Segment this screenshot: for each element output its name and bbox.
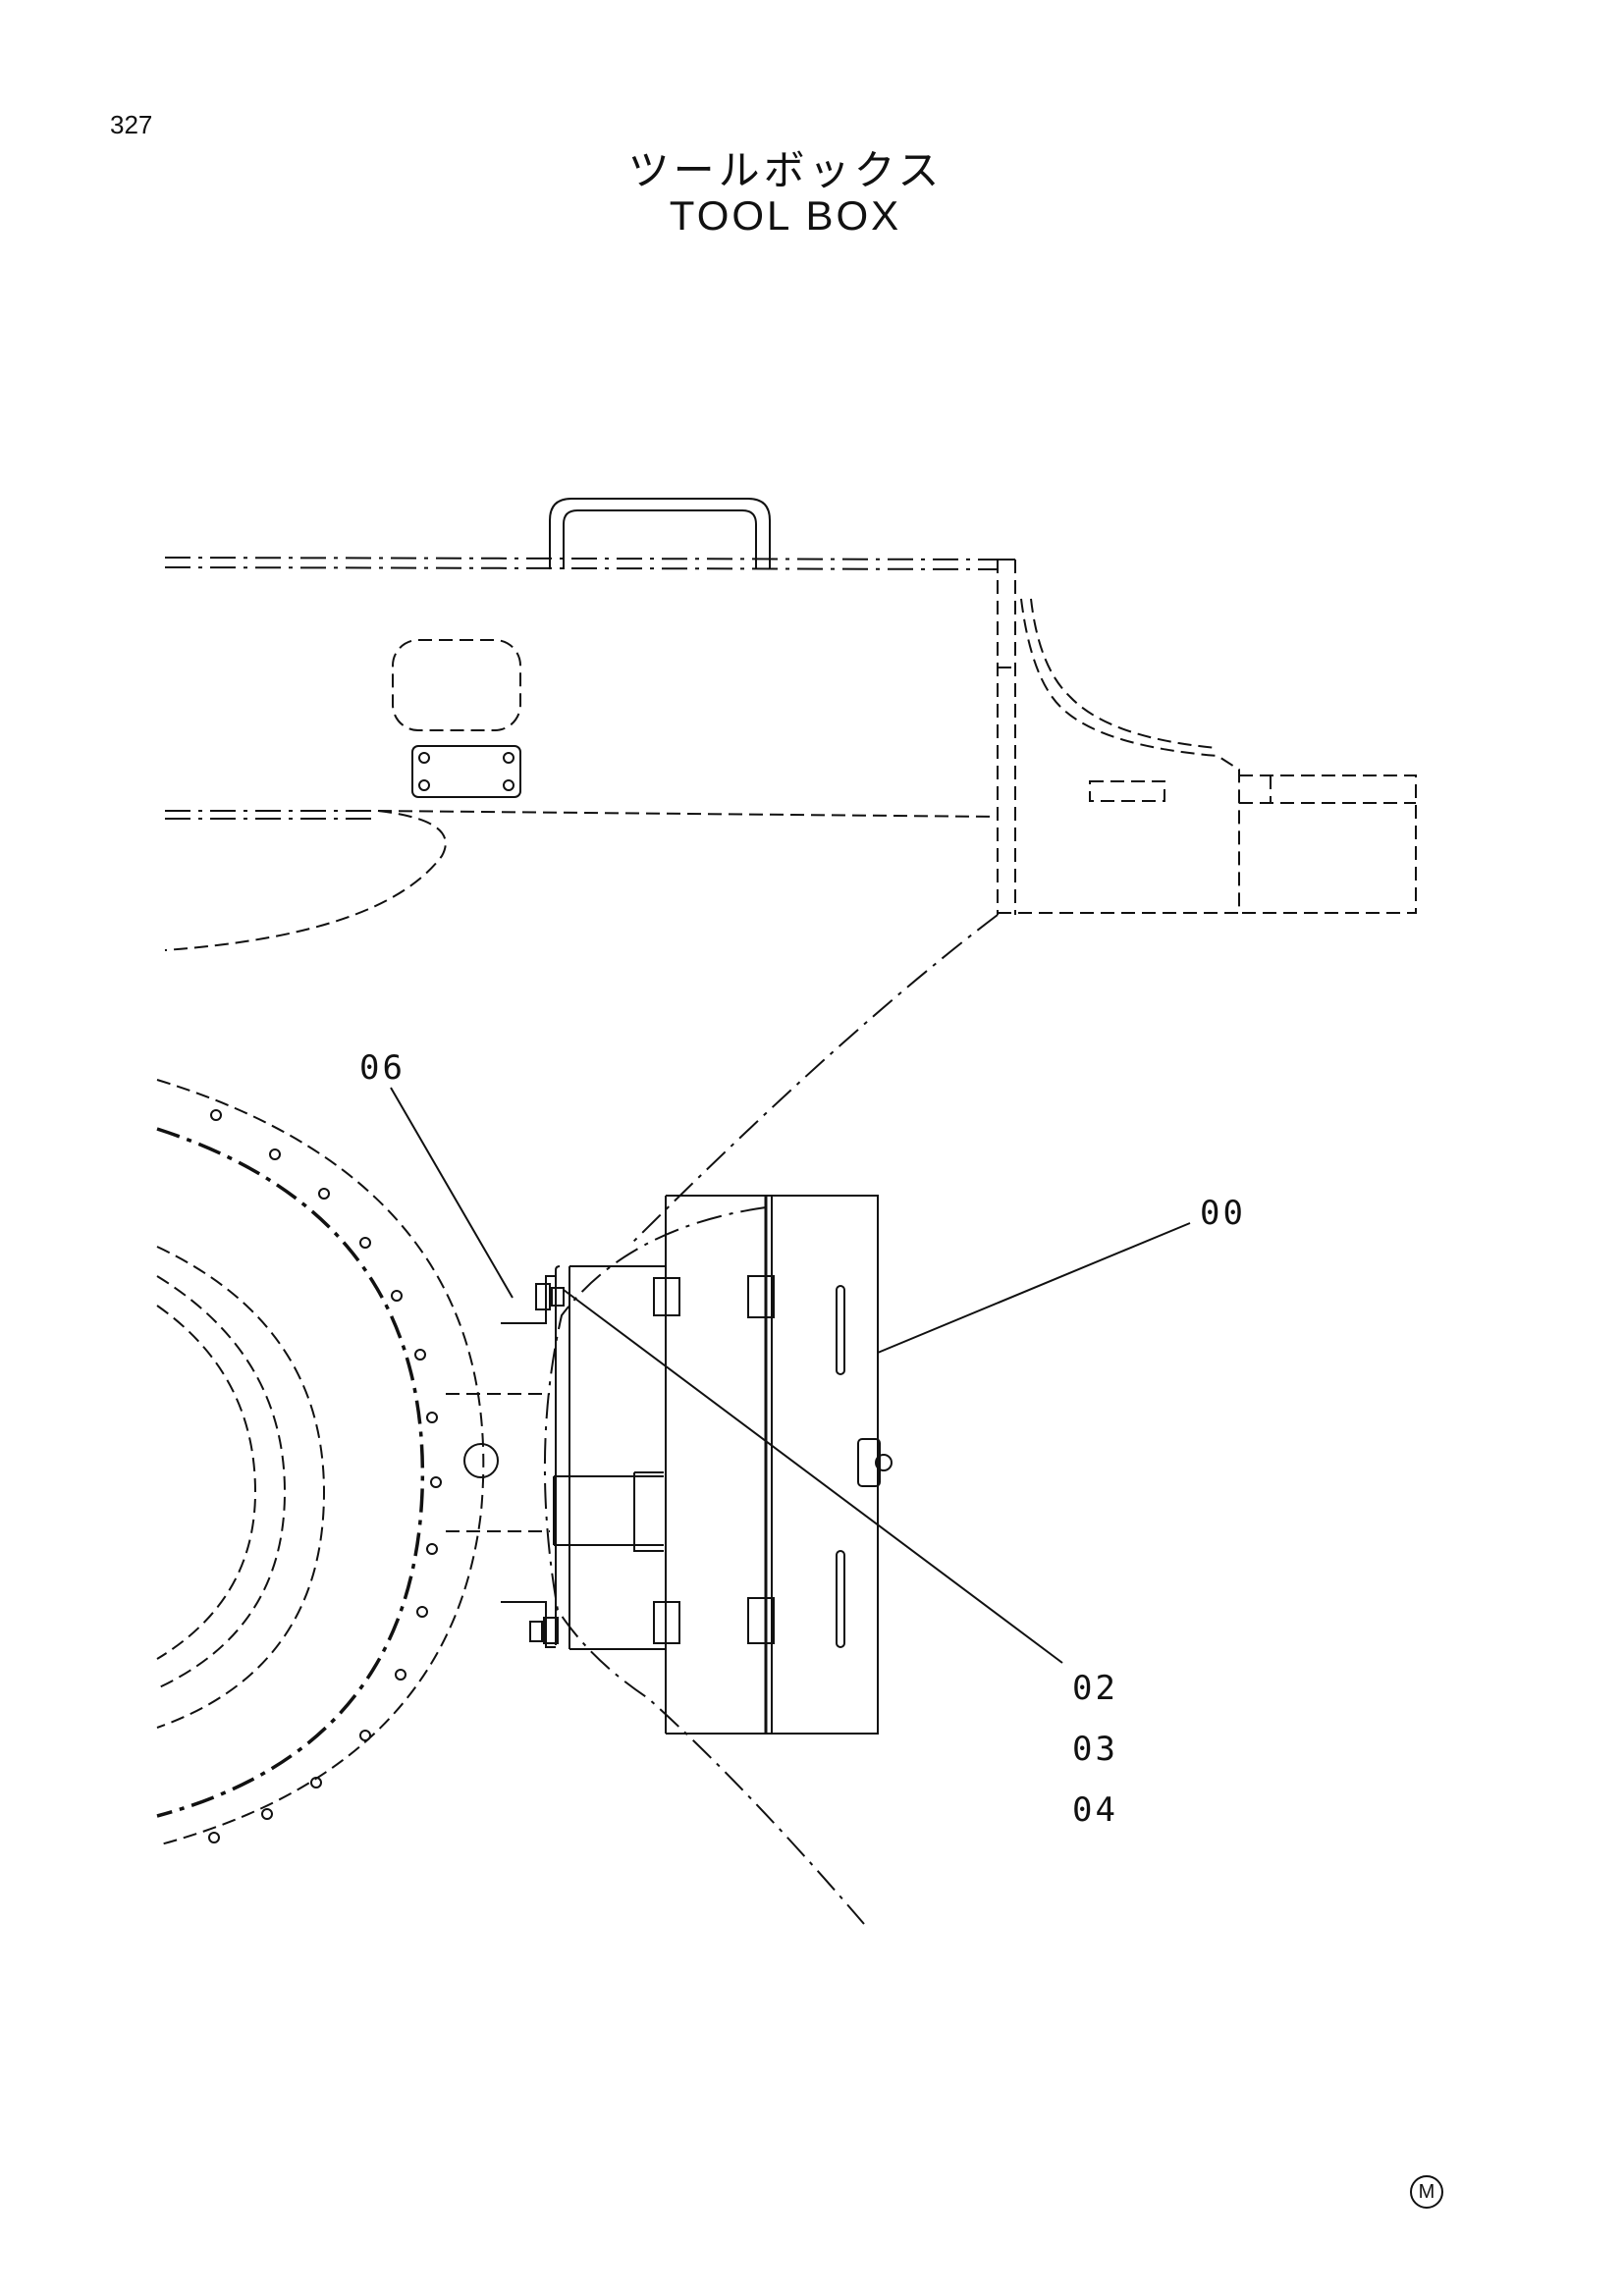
callout-06: 06 (359, 1048, 406, 1088)
leader-lines (390, 1087, 1191, 1664)
title-japanese: ツールボックス (627, 146, 944, 194)
bracket-lower (501, 1601, 559, 1648)
title-english: TOOL BOX (669, 192, 902, 239)
frame-outline (164, 557, 1417, 1248)
swing-bearing (156, 1079, 550, 1846)
callout-03: 03 (1072, 1730, 1118, 1769)
circled-m-mark: M (1410, 2175, 1443, 2209)
callout-04: 04 (1072, 1790, 1118, 1830)
grab-handle (549, 498, 771, 569)
page-number: 327 (110, 110, 153, 139)
bracket-upper (501, 1275, 565, 1324)
callout-00: 00 (1200, 1194, 1246, 1233)
hidden-frame-line (543, 1206, 865, 1925)
access-cover (392, 639, 521, 798)
tool-box (553, 1195, 893, 1735)
callout-02: 02 (1072, 1669, 1118, 1708)
